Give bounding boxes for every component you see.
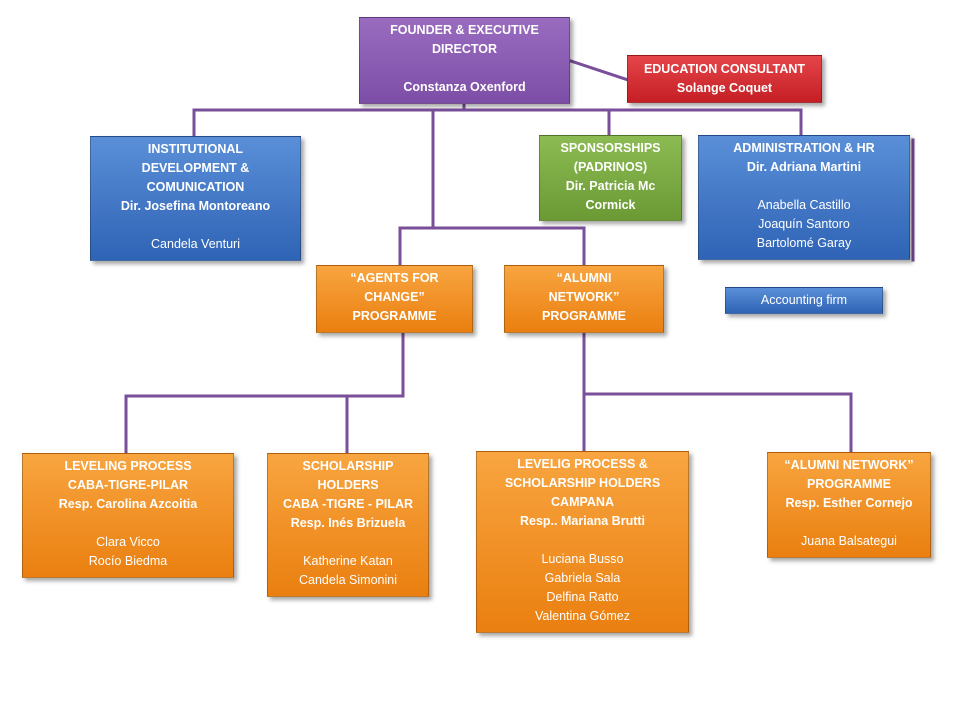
alumni-network-line2: NETWORK” (548, 290, 620, 304)
leveling-resp: Resp. Carolina Azcoitia (58, 497, 198, 511)
alumni-programme-line2: PROGRAMME (806, 477, 892, 491)
alumni-network-line3: PROGRAMME (541, 309, 627, 323)
alumni-network-line1: “ALUMNI (556, 271, 612, 285)
connector-founder-education (566, 58, 630, 82)
alumni-programme-box: “ALUMNI NETWORK” PROGRAMME Resp. Esther … (767, 452, 931, 558)
institutional-line2: DEVELOPMENT & (141, 161, 250, 175)
sponsorships-line2: (PADRINOS) (573, 160, 648, 174)
sponsorships-line3: Dir. Patricia Mc (565, 179, 656, 193)
scholarship-member: Candela Simonini (299, 573, 397, 587)
scholarship-line1: SCHOLARSHIP (302, 459, 394, 473)
campana-line2: SCHOLARSHIP HOLDERS (504, 476, 661, 490)
agents-line2: CHANGE” (364, 290, 425, 304)
leveling-member: Clara Vicco (96, 535, 160, 549)
founder-title-line1: FOUNDER & EXECUTIVE (390, 23, 539, 37)
agents-for-change-box: “AGENTS FOR CHANGE” PROGRAMME (316, 265, 473, 333)
alumni-programme-line1: “ALUMNI NETWORK” (784, 458, 914, 472)
institutional-development-box: INSTITUTIONAL DEVELOPMENT & COMUNICATION… (90, 136, 301, 261)
scholarship-resp: Resp. Inés Brizuela (290, 516, 406, 530)
founder-box: FOUNDER & EXECUTIVE DIRECTOR Constanza O… (359, 17, 570, 104)
leveling-member: Rocío Biedma (88, 554, 168, 568)
alumni-programme-resp: Resp. Esther Cornejo (785, 496, 913, 510)
agents-line3: PROGRAMME (352, 309, 437, 323)
scholarship-line3: CABA -TIGRE - PILAR (282, 497, 414, 511)
scholarship-member: Katherine Katan (303, 554, 393, 568)
campana-line1: LEVELIG PROCESS & (517, 457, 648, 471)
founder-title-line2: DIRECTOR (431, 42, 498, 56)
agents-line1: “AGENTS FOR (350, 271, 439, 285)
education-consultant-title: EDUCATION CONSULTANT (643, 62, 806, 76)
institutional-director: Dir. Josefina Montoreano (120, 199, 271, 213)
administration-director: Dir. Adriana Martini (746, 160, 862, 174)
institutional-member: Candela Venturi (151, 237, 240, 251)
institutional-line3: COMUNICATION (146, 180, 245, 194)
leveling-line1: LEVELING PROCESS (64, 459, 192, 473)
accounting-firm-box: Accounting firm (725, 287, 883, 314)
campana-member: Delfina Ratto (546, 590, 619, 604)
administration-hr-box: ADMINISTRATION & HR Dir. Adriana Martini… (698, 135, 910, 260)
administration-title: ADMINISTRATION & HR (733, 141, 875, 155)
scholarship-holders-box: SCHOLARSHIP HOLDERS CABA -TIGRE - PILAR … (267, 453, 429, 597)
leveling-line2: CABA-TIGRE-PILAR (67, 478, 189, 492)
sponsorships-line1: SPONSORSHIPS (560, 141, 661, 155)
leveling-process-box: LEVELING PROCESS CABA-TIGRE-PILAR Resp. … (22, 453, 234, 578)
founder-name: Constanza Oxenford (403, 80, 526, 94)
administration-member: Bartolomé Garay (756, 236, 852, 250)
campana-line3: CAMPANA (551, 495, 614, 509)
campana-member: Gabriela Sala (544, 571, 621, 585)
alumni-network-box: “ALUMNI NETWORK” PROGRAMME (504, 265, 664, 333)
administration-member: Anabella Castillo (757, 198, 851, 212)
sponsorships-box: SPONSORSHIPS (PADRINOS) Dir. Patricia Mc… (539, 135, 682, 221)
alumni-programme-member: Juana Balsategui (801, 534, 897, 548)
administration-member: Joaquín Santoro (758, 217, 850, 231)
campana-box: LEVELIG PROCESS & SCHOLARSHIP HOLDERS CA… (476, 451, 689, 633)
campana-member: Valentina Gómez (535, 609, 630, 623)
institutional-line1: INSTITUTIONAL (147, 142, 244, 156)
campana-member: Luciana Busso (541, 552, 624, 566)
education-consultant-box: EDUCATION CONSULTANT Solange Coquet (627, 55, 822, 103)
education-consultant-name: Solange Coquet (676, 81, 773, 95)
scholarship-line2: HOLDERS (317, 478, 379, 492)
campana-resp: Resp.. Mariana Brutti (519, 514, 646, 528)
sponsorships-line4: Cormick (585, 198, 636, 212)
accounting-firm-label: Accounting firm (760, 293, 848, 307)
